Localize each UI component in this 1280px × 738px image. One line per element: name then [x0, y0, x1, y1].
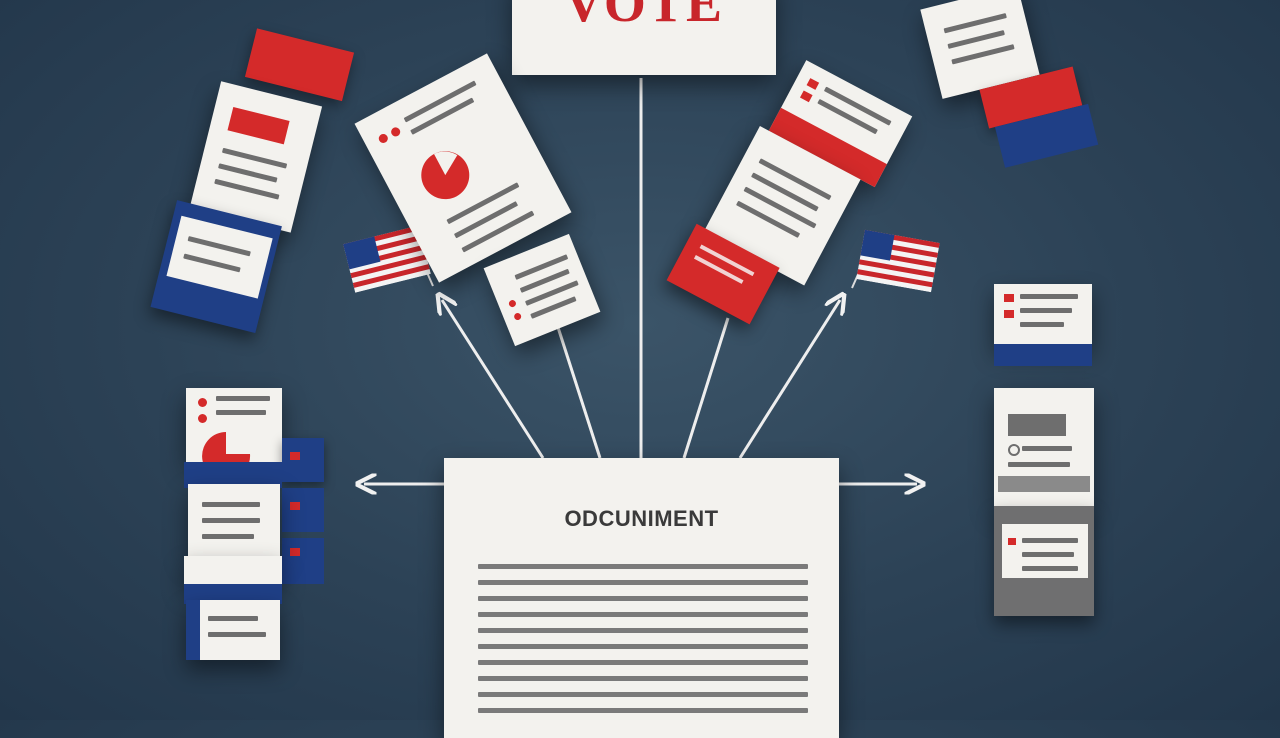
arrow-left-up	[442, 300, 545, 459]
ballot-card-right-top	[994, 284, 1092, 366]
stem-left-inner	[553, 317, 602, 459]
vote-sign: VOTE	[512, 0, 776, 75]
center-document: ODCUNIMENT	[444, 458, 839, 738]
arrows-layer	[0, 78, 1280, 720]
stem-right-inner	[682, 317, 730, 459]
vote-title: VOTE	[564, 0, 724, 33]
pie-chart-icon	[421, 151, 470, 200]
document-title: ODCUNIMENT	[564, 506, 719, 531]
ballot-stack-right	[994, 388, 1096, 616]
us-flag-icon	[856, 229, 940, 293]
ballot-doc-upper-left	[354, 53, 572, 283]
us-flag-icon	[343, 225, 431, 293]
arrow-right-up	[738, 300, 840, 459]
ballot-stack-left	[184, 388, 329, 663]
